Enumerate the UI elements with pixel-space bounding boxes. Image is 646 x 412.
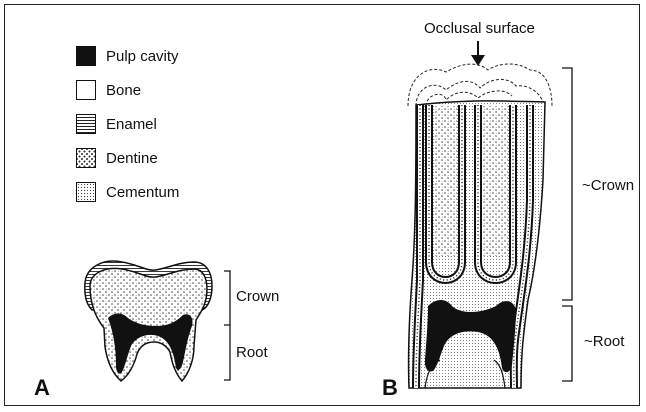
root-label-a: Root [236,344,268,361]
crown-bracket-b [562,68,572,300]
root-label-b: ~Root [584,333,624,350]
occlusal-surface-label: Occlusal surface [424,20,535,37]
panel-letter-b: B [382,375,398,401]
crown-root-bracket-a [224,271,230,380]
crown-label-b: ~Crown [582,177,634,194]
molar-tooth-a [85,261,230,381]
panel-letter-a: A [34,375,50,401]
root-bracket-b [562,306,572,381]
crown-label-a: Crown [236,288,279,305]
hypsodont-tooth-b [408,41,572,388]
worn-cusps-outline [408,64,552,106]
